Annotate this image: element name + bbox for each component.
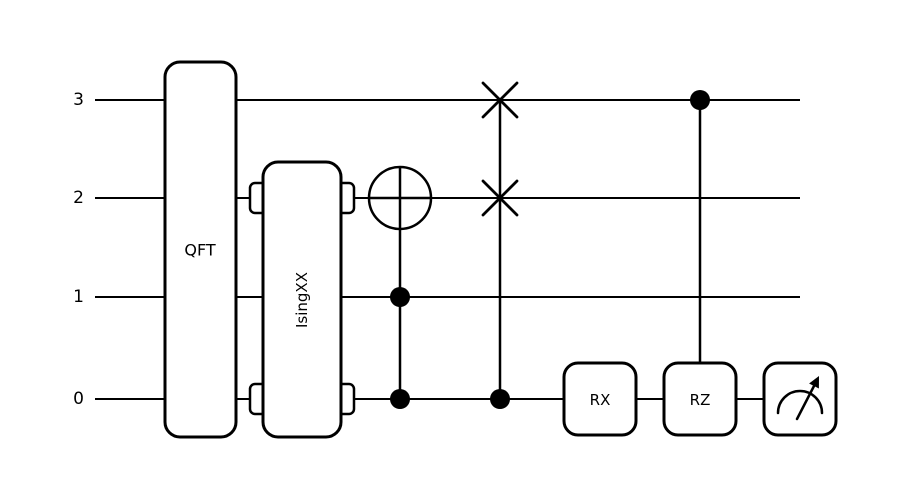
rz-gate-label: RZ (690, 391, 711, 409)
measurement-gauge-arc (776, 389, 824, 415)
wire-label-1: 1 (73, 287, 84, 307)
cswap-control-dot-wire0 (490, 389, 510, 409)
measurement-gate (762, 361, 838, 437)
wire-labels: 3 2 1 0 (73, 90, 84, 409)
cswap-gate (481, 81, 519, 409)
toffoli-gate (367, 165, 433, 409)
isingxx-gate: IsingXX (248, 160, 356, 439)
measurement-needle (795, 384, 816, 421)
crz-control-dot-wire3 (690, 90, 710, 110)
crz-gate: RZ (662, 90, 738, 437)
toffoli-control-dot-wire1 (390, 287, 410, 307)
wire-label-0: 0 (73, 389, 84, 409)
isingxx-gate-label: IsingXX (293, 272, 311, 328)
control-connectors (398, 100, 702, 399)
qft-gate-box (163, 60, 238, 439)
toffoli-control-dot-wire0 (390, 389, 410, 409)
swap-cross-icon-wire2-b (481, 179, 519, 217)
rx-gate-box (562, 361, 638, 437)
swap-cross-icon-wire3-b (481, 81, 519, 119)
measurement-gate-box (762, 361, 838, 437)
measurement-icon (776, 376, 824, 421)
rz-gate-box (662, 361, 738, 437)
rx-gate: RX (562, 361, 638, 437)
wire-label-3: 3 (73, 90, 84, 110)
isingxx-gate-box (261, 160, 343, 439)
qft-gate-label: QFT (184, 241, 216, 260)
measurement-needle-arrowhead (809, 376, 819, 389)
rx-gate-label: RX (590, 391, 611, 409)
wire-label-2: 2 (73, 188, 84, 208)
qft-gate: QFT (163, 60, 238, 439)
